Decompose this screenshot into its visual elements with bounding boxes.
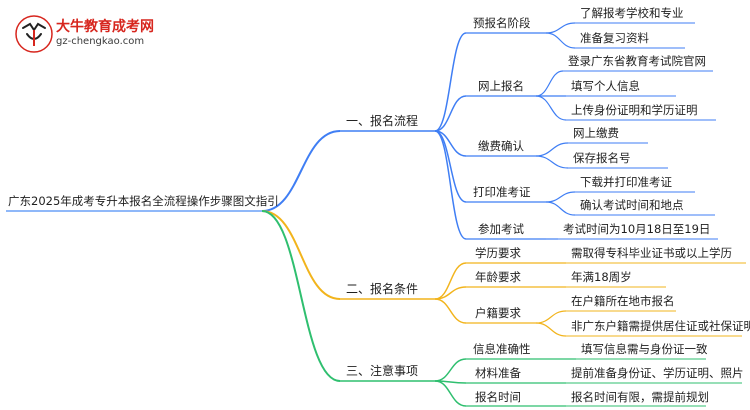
leaf-item: 上传身份证明和学历证明 — [571, 103, 698, 117]
leaf-item: 登录广东省教育考试院官网 — [568, 54, 706, 68]
leaf-item: 在户籍所在地市报名 — [571, 294, 675, 308]
connector-curve — [545, 32, 576, 49]
connector-curve — [535, 142, 569, 157]
leaf-item: 了解报考学校和专业 — [580, 6, 684, 20]
step-online-registration: 网上报名 — [478, 79, 524, 93]
step-print-admission-ticket: 打印准考证 — [473, 185, 531, 199]
section-registration-conditions: 二、报名条件 — [346, 282, 419, 296]
connector-curve — [535, 322, 567, 337]
connector-curve — [434, 95, 467, 132]
note-registration-time: 报名时间 — [475, 390, 521, 404]
leaf-item: 下载并打印准考证 — [580, 175, 672, 189]
logo-url: gz-chengkao.com — [56, 36, 145, 47]
connector-curve — [434, 130, 467, 240]
note-information-accuracy: 信息准确性 — [473, 342, 531, 356]
connector-curve — [434, 358, 467, 382]
connector-curve — [261, 210, 341, 300]
leaf-item: 填写个人信息 — [571, 79, 640, 93]
connector-curve — [434, 130, 467, 203]
leaf-item: 需取得专科毕业证书或以上学历 — [571, 246, 732, 260]
connector-curve — [535, 70, 564, 97]
step-payment-confirmation: 缴费确认 — [478, 139, 524, 153]
leaf-item: 提前准备身份证、学历证明、照片 — [571, 366, 744, 380]
step-pre-registration: 预报名阶段 — [473, 16, 531, 30]
leaf-item: 非广东户籍需提供居住证或社保证明 — [571, 319, 750, 333]
step-take-exam: 参加考试 — [478, 222, 524, 236]
requirement-household: 户籍要求 — [475, 306, 521, 320]
section-registration-process: 一、报名流程 — [346, 114, 419, 128]
connector-curve — [261, 210, 341, 382]
logo-title: 大牛教育成考网 — [56, 19, 154, 35]
connector-curve — [535, 310, 567, 324]
leaf-item: 确认考试时间和地点 — [580, 198, 684, 212]
leaf-item: 网上缴费 — [573, 126, 619, 140]
connector-curve — [545, 201, 576, 216]
connector-curve — [434, 32, 467, 132]
connector-curve — [535, 95, 567, 121]
connector-curve — [545, 22, 576, 34]
leaf-item: 考试时间为10月18日至19日 — [563, 222, 711, 236]
mindmap-root: 广东2025年成考专升本报名全流程操作步骤图文指引 — [8, 194, 279, 208]
bull-logo-icon — [15, 15, 53, 53]
requirement-age: 年龄要求 — [475, 270, 521, 284]
leaf-item: 保存报名号 — [573, 151, 631, 165]
leaf-item: 年满18周岁 — [571, 270, 632, 284]
connector-curve — [261, 130, 341, 212]
connector-curve — [434, 286, 467, 300]
connector-curve — [434, 298, 467, 324]
section-notes: 三、注意事项 — [346, 364, 419, 378]
leaf-item: 填写信息需与身份证一致 — [581, 342, 708, 356]
leaf-item: 报名时间有限，需提前规划 — [571, 390, 709, 404]
site-logo: 大牛教育成考网 gz-chengkao.com — [14, 14, 164, 56]
requirement-education: 学历要求 — [475, 246, 521, 260]
connector-curve — [535, 155, 569, 169]
note-materials-preparation: 材料准备 — [475, 366, 521, 380]
leaf-item: 准备复习资料 — [580, 31, 649, 45]
connector-curve — [434, 380, 467, 407]
connector-curve — [545, 191, 576, 203]
